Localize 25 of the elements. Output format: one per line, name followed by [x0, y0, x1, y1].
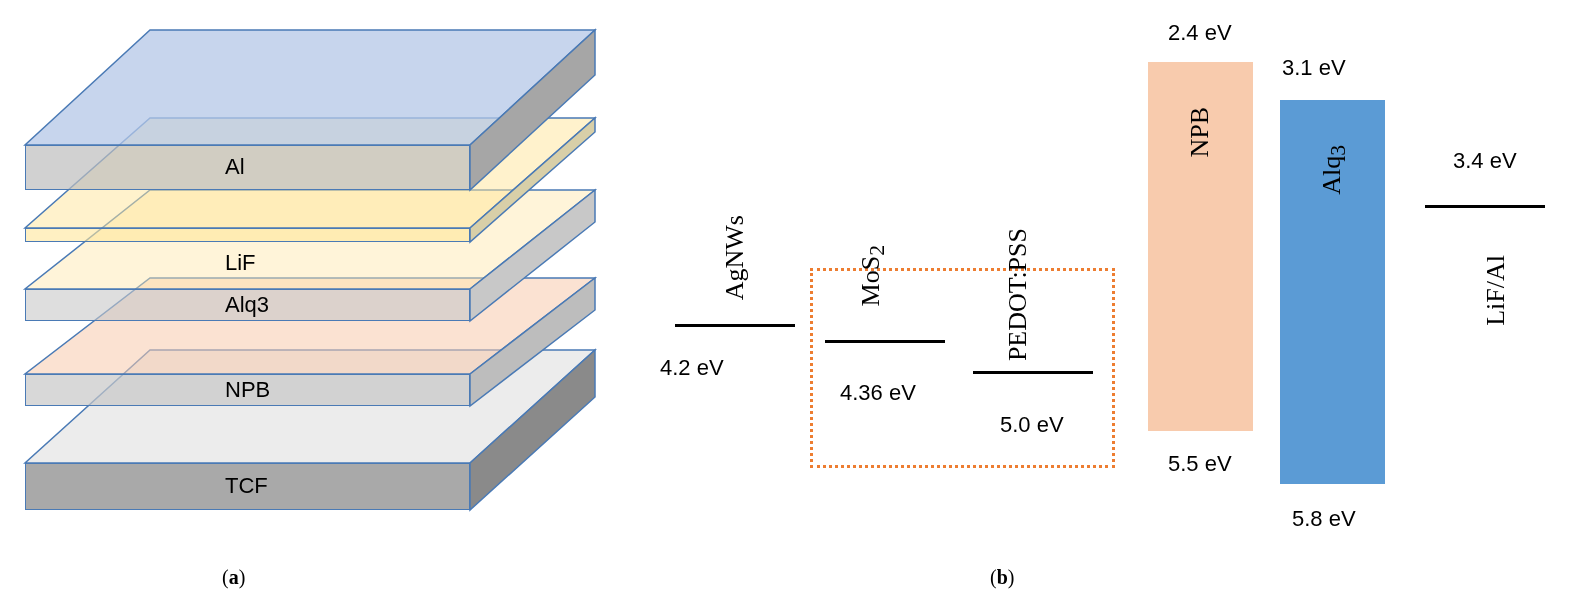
layer-label: NPB [225, 379, 271, 401]
energy-value: 2.4 eV [1168, 22, 1232, 44]
material-label: AgNWs [722, 215, 748, 301]
layer-label: TCF [225, 475, 268, 497]
energy-value: 3.1 eV [1282, 57, 1346, 79]
panel-label: (b) [990, 567, 1015, 587]
energy-band-bar [1148, 62, 1253, 431]
layer-slab [25, 145, 470, 190]
material-label: LiF/Al [1483, 255, 1509, 326]
layer-label: Al [225, 156, 245, 178]
layer-slab [25, 463, 470, 510]
panel-label: (a) [222, 567, 246, 587]
energy-value: 3.4 eV [1453, 150, 1517, 172]
layer-slab [25, 289, 470, 321]
energy-value: 4.2 eV [660, 357, 724, 379]
layer-label: Alq3 [225, 294, 270, 316]
layer-label: LiF [225, 252, 256, 274]
band-label: NPB [1186, 107, 1213, 158]
energy-value: 5.0 eV [1000, 414, 1064, 436]
energy-value: 5.5 eV [1168, 453, 1232, 475]
energy-band-bar [1280, 100, 1385, 484]
energy-value: 4.36 eV [840, 382, 916, 404]
layer-slab [25, 374, 470, 406]
material-label: PEDOT:PSS [1005, 228, 1031, 362]
energy-value: 5.8 eV [1292, 508, 1356, 530]
